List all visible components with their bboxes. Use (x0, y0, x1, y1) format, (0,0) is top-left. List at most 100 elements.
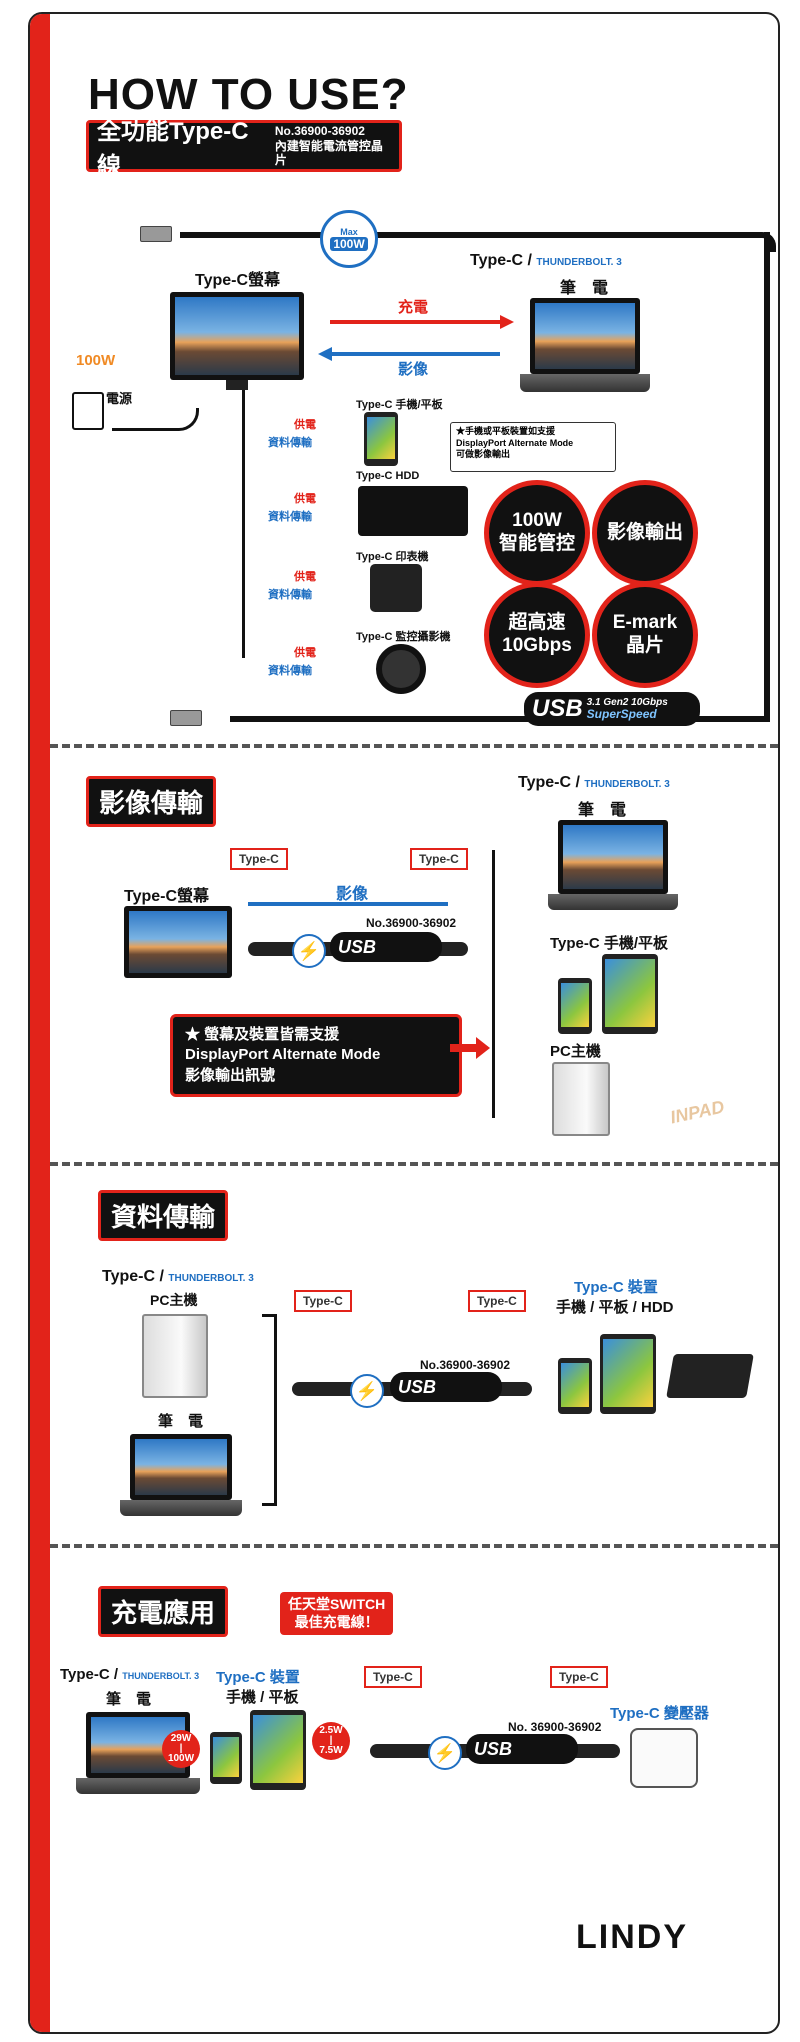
adapter-label: Type-C 變壓器 (610, 1705, 709, 1722)
tag-type-c-left-3: Type-C (294, 1290, 352, 1312)
hdd-icon-3 (666, 1354, 754, 1398)
video-label: 影像 (398, 361, 429, 378)
tag-type-c-right-4: Type-C (550, 1666, 608, 1688)
laptop-base-2 (548, 894, 678, 910)
cable-model-4: No. 36900-36902 (508, 1720, 602, 1734)
device-watt-badge: 2.5W | 7.5W (312, 1722, 350, 1760)
data-label-camera: 資料傳輸 (268, 665, 312, 677)
phone-icon (364, 412, 398, 466)
data-label: 資料傳輸 (268, 437, 312, 449)
phone-icon-2 (558, 978, 592, 1034)
data-label-printer: 資料傳輸 (268, 589, 312, 601)
video-arrow-2 (248, 902, 448, 906)
video-arrowhead (318, 347, 332, 361)
printer-icon (370, 564, 422, 612)
usb-logo-2: USB (330, 932, 442, 962)
inpad-watermark: INPAD (668, 1096, 727, 1128)
product-banner: 全功能Type-C線 No.36900-36902 內建智能電流管控晶片 (86, 118, 402, 180)
supply-label-printer: 供電 (294, 571, 316, 583)
tag-type-c-right: Type-C (410, 848, 468, 870)
cable-model-2: No.36900-36902 (366, 916, 457, 930)
tag-type-c-left: Type-C (230, 848, 288, 870)
power-watts: 100W (76, 352, 116, 369)
notice-arrow (450, 1044, 476, 1052)
camera-icon (376, 644, 426, 694)
phone-icon-3 (558, 1358, 592, 1414)
device-title-4: Type-C 裝置 (216, 1669, 300, 1686)
product-name: 全功能Type-C線 (97, 118, 249, 180)
adapter-icon (630, 1728, 698, 1788)
page-frame: HOW TO USE? 全功能Type-C線 No.36900-36902 內建… (28, 12, 780, 2034)
charge-arrowhead (500, 315, 514, 329)
phone-icon-4 (210, 1732, 242, 1784)
video-label-2: 影像 (336, 886, 369, 903)
power-bolt-icon-3: ⚡ (350, 1374, 384, 1408)
notice-arrowhead (476, 1037, 490, 1059)
device-title-3: Type-C 裝置 (574, 1279, 658, 1296)
laptop-label: 筆 電 (560, 280, 609, 297)
device-name-printer: Type-C 印表機 (356, 551, 429, 563)
left-prefix-4: Type-C / THUNDERBOLT. 3 (60, 1666, 200, 1683)
cable-plug-top (140, 226, 172, 242)
pc-tower-icon-3 (142, 1314, 208, 1398)
supply-label: 供電 (294, 419, 316, 431)
device-list-3: 手機 / 平板 / HDD (556, 1299, 674, 1316)
pc-label-3: PC主機 (150, 1292, 198, 1308)
cable-loop-top (180, 232, 776, 252)
max-power-badge: Max 100W (320, 210, 378, 268)
switch-note: 任天堂SWITCH 最佳充電線！ (280, 1592, 394, 1635)
usb-logo-4: USB (466, 1734, 578, 1764)
device-list-4: 手機 / 平板 (226, 1689, 299, 1706)
monitor-stand (226, 380, 248, 390)
laptop-prefix-2: Type-C / THUNDERBOLT. 3 (518, 774, 670, 791)
tablet-icon-4 (250, 1710, 306, 1790)
alt-mode-notice: ★ 螢幕及裝置皆需支援 DisplayPort Alternate Mode 影… (170, 1014, 462, 1097)
pc-tower-icon-2 (552, 1062, 610, 1136)
cable-model-3: No.36900-36902 (420, 1358, 511, 1372)
laptop-screen (530, 298, 640, 374)
tablet-icon-3 (600, 1334, 656, 1414)
power-outlet-icon (72, 392, 104, 430)
max-value: 100W (330, 237, 368, 251)
max-label: Max (340, 227, 358, 237)
power-bolt-icon-2: ⚡ (292, 934, 326, 968)
power-bolt-icon-4: ⚡ (428, 1736, 462, 1770)
divider-1 (50, 744, 778, 748)
red-side-bar (30, 14, 50, 2032)
charge-label: 充電 (398, 299, 429, 316)
monitor-label: Type-C螢幕 (195, 272, 281, 289)
laptop-base-4 (76, 1778, 200, 1794)
monitor-label-2: Type-C螢幕 (124, 888, 210, 905)
cable-loop-right (764, 232, 770, 722)
video-arrow (330, 352, 500, 356)
supply-label-camera: 供電 (294, 647, 316, 659)
phone-label-2: Type-C 手機/平板 (550, 935, 669, 952)
section-title-video: 影像傳輸 (86, 776, 217, 827)
charge-arrow (330, 320, 500, 324)
badge-smart-power: 100W 智能管控 (484, 480, 590, 586)
usb-superspeed-logo: USB 3.1 Gen2 10Gbps SuperSpeed (524, 692, 700, 726)
usb-logo-3: USB (390, 1372, 502, 1402)
lindy-logo: LINDY (576, 1918, 688, 1956)
power-cord (112, 408, 199, 431)
product-model: No.36900-36902 (274, 124, 365, 139)
badge-10gbps: 超高速 10Gbps (484, 582, 590, 688)
supply-label-hdd: 供電 (294, 493, 316, 505)
laptop-watt-badge: 29W | 100W (162, 1730, 200, 1768)
device-name-phone: Type-C 手機/平板 (356, 399, 443, 411)
bracket-2 (492, 850, 495, 1118)
alt-mode-note: ★手機或平板裝置如支援 DisplayPort Alternate Mode 可… (450, 422, 616, 472)
section-title-charging: 充電應用 (98, 1586, 229, 1637)
laptop-screen-2 (558, 820, 668, 894)
laptop-label-2: 筆 電 (578, 802, 627, 819)
monitor-image-2 (124, 906, 232, 978)
bracket-3 (262, 1314, 277, 1506)
thunderbolt-logo: THUNDERBOLT. 3 (536, 257, 622, 268)
data-label-hdd: 資料傳輸 (268, 511, 312, 523)
device-name-camera: Type-C 監控攝影機 (356, 631, 451, 643)
left-prefix-3: Type-C / THUNDERBOLT. 3 (102, 1268, 254, 1285)
divider-3 (50, 1544, 778, 1548)
pc-label-2: PC主機 (550, 1043, 601, 1060)
badge-video-output: 影像輸出 (592, 480, 698, 586)
badge-emark: E-mark 晶片 (592, 582, 698, 688)
